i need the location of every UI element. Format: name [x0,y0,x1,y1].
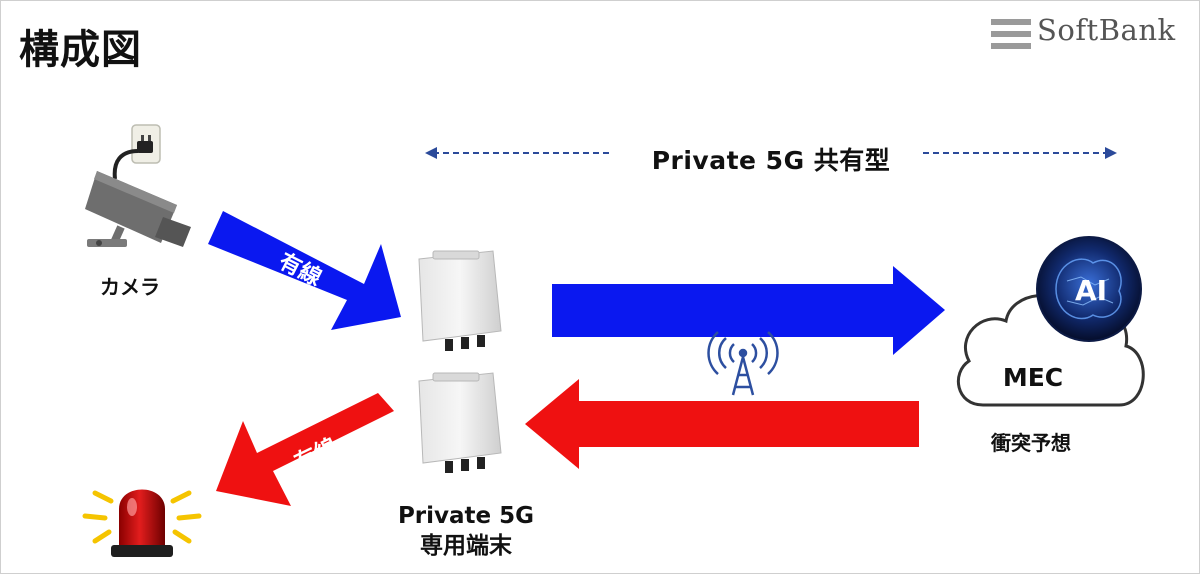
terminal-label-line1: Private 5G [397,503,535,529]
private-5g-terminal-icon-upper [418,250,502,351]
shared-range-line [425,147,1117,159]
ai-brain-icon: AI [1036,236,1142,342]
page-title: 構成図 [19,27,142,73]
wired-downlink-arrow: 有線 [216,393,394,506]
power-outlet-icon [131,124,161,164]
downlink-5g-arrow [525,379,919,469]
logo-text: SoftBank [1037,13,1176,47]
shared-network-label: Private 5G 共有型 [651,146,891,175]
terminal-label-line2: 専用端末 [420,533,512,559]
camera-label: カメラ [100,275,160,299]
uplink-5g-arrow [552,266,945,355]
warning-light-icon [82,489,202,557]
private-5g-terminal-icon-lower [418,372,502,473]
mec-label: MEC [1002,363,1064,392]
softbank-logo: SoftBank [991,13,1191,49]
wired-uplink-arrow: 有線 [208,211,401,330]
collision-prediction-label: 衝突予想 [991,431,1071,455]
terminal-label: Private 5G 専用端末 [366,501,566,561]
security-camera-icon [85,171,191,247]
camera-cable [112,149,139,180]
logo-bars-icon [991,19,1031,55]
radio-tower-icon [707,331,779,396]
ai-label: AI [1075,274,1107,307]
